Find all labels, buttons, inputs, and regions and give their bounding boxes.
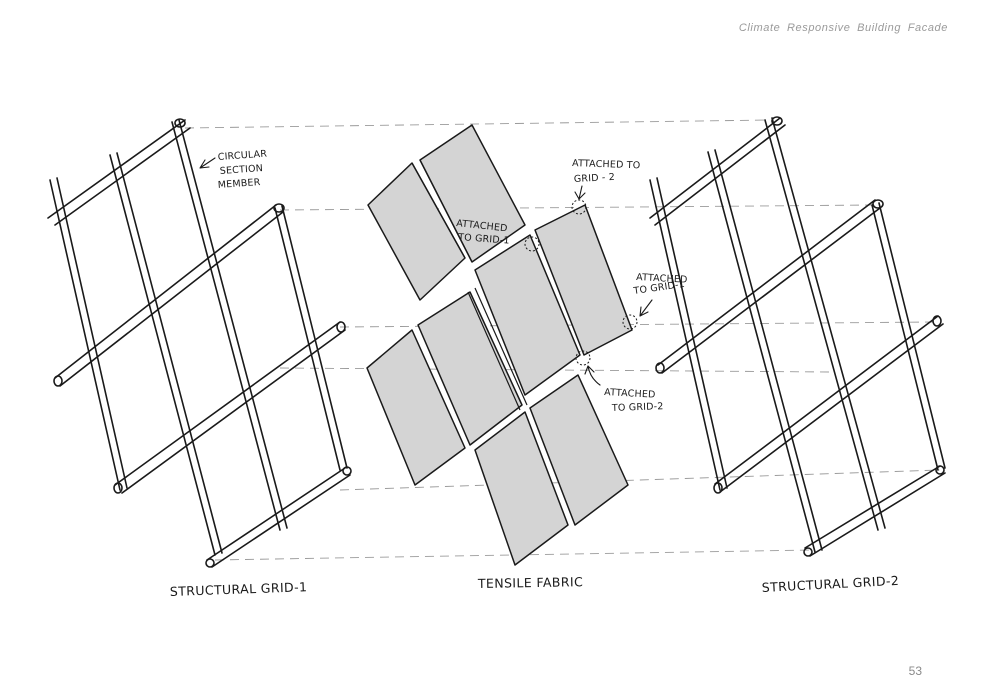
attachment-points (524, 199, 638, 366)
grid1-vertical-member-3 (171, 119, 288, 531)
caption-structural-grid-1: STRUCTURAL GRID-1 (170, 579, 308, 599)
annotation-attached-grid2-bottom-l1: ATTACHED (604, 387, 656, 401)
annotation-attached-grid1-right-l1: ATTACHED (636, 272, 688, 286)
annotation-attached-grid1-a-l2: TO GRID-1 (457, 232, 510, 247)
captions: STRUCTURAL GRID-1 TENSILE FABRIC STRUCTU… (170, 573, 900, 599)
annotation-circular-l1: CIRCULAR (217, 149, 267, 163)
grid2-vertical-member-4 (871, 202, 946, 471)
fabric-seams (411, 159, 528, 411)
grid2-diagonal-member-2 (657, 199, 881, 374)
annotation-attached-grid1-a-l1: ATTACHED (456, 218, 508, 234)
grid1-diagonal-member-2 (54, 204, 284, 387)
grid2-vertical-member-2 (707, 149, 823, 553)
grid2-vertical-member-3 (764, 117, 886, 531)
grid2-diagonal-member-1 (649, 117, 786, 226)
structural-grid-1 (47, 118, 352, 568)
grid1-vertical-member-4 (274, 205, 348, 471)
arrow-grid2-bottom (584, 365, 601, 386)
annotations: CIRCULAR SECTION MEMBER ATTACHED TO GRID… (217, 149, 687, 414)
fabric-panel (534, 204, 633, 356)
arrow-grid1-right (639, 299, 653, 317)
caption-structural-grid-2: STRUCTURAL GRID-2 (761, 573, 899, 595)
grid1-diagonal-member-4 (206, 467, 351, 568)
attach-point-grid2-bottom (575, 350, 591, 366)
annotation-attached-grid2-bottom-l2: TO GRID-2 (611, 401, 664, 414)
fabric-panel (529, 374, 629, 526)
fabric-panel (417, 291, 523, 446)
fabric-panel (474, 411, 569, 566)
grid1-diagonal-member-1 (47, 119, 191, 226)
page-number: 53 (908, 664, 922, 678)
arrow-grid2-top (574, 185, 586, 200)
attach-point-grid2-top (571, 199, 587, 215)
fabric-panel (474, 234, 581, 396)
fabric-panel (366, 329, 466, 486)
annotation-circular-l2: SECTION (219, 163, 263, 177)
grid1-vertical-member-2 (109, 152, 223, 556)
grid1-vertical-member-1 (49, 177, 128, 491)
annotation-arrows (199, 157, 653, 386)
structural-grid-2 (649, 116, 946, 557)
attach-point-grid1-a (524, 236, 540, 252)
arrow-circular-member (199, 157, 216, 169)
grid2-diagonal-member-3 (714, 315, 944, 493)
grid2-diagonal-member-4 (804, 465, 946, 557)
grid1-diagonal-member-3 (114, 321, 346, 494)
header-title: Climate Responsive Building Facade (738, 22, 948, 34)
annotation-attached-grid2-top-l1: ATTACHED TO (572, 158, 641, 171)
attach-point-grid1-right (622, 314, 638, 330)
grid2-vertical-member-1 (649, 177, 728, 491)
annotation-attached-grid2-top-l2: GRID - 2 (574, 172, 616, 185)
caption-tensile-fabric: TENSILE FABRIC (477, 574, 583, 591)
tensile-fabric (366, 124, 633, 566)
annotation-circular-l3: MEMBER (217, 177, 261, 191)
